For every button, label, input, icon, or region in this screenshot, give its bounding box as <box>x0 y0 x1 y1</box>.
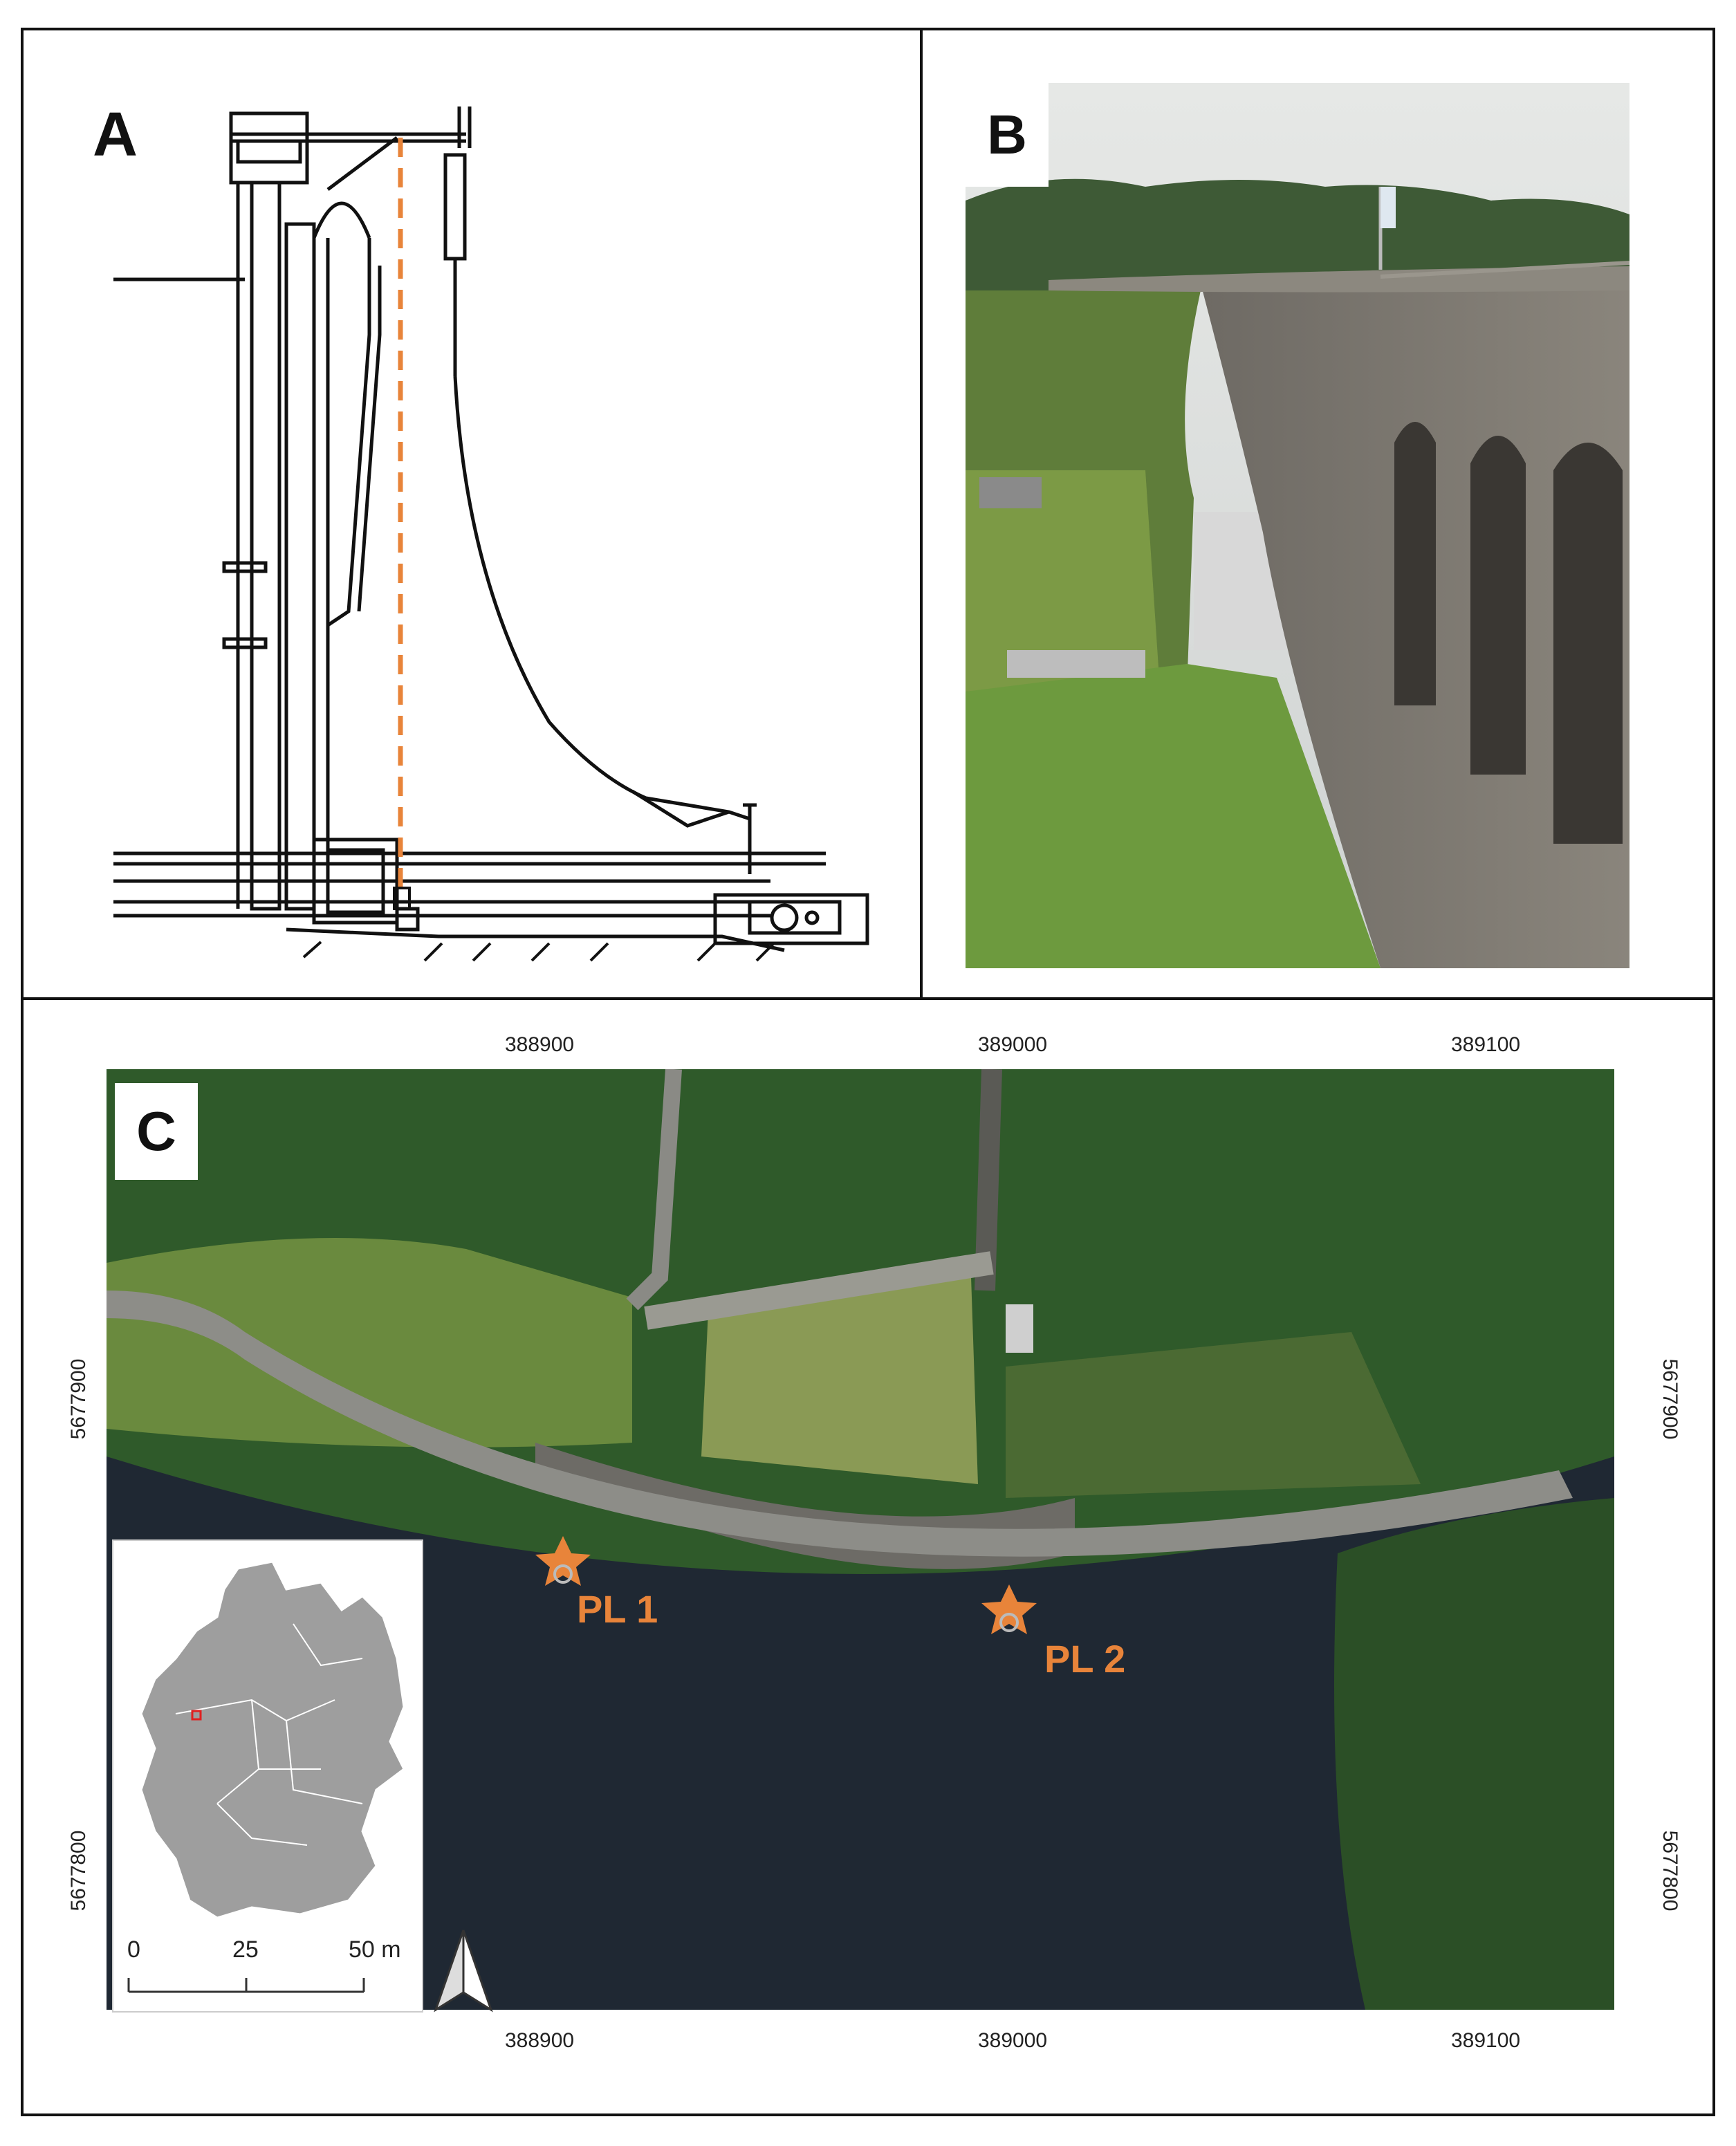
y-tick-right-5677900: 5677900 <box>1659 1358 1681 1440</box>
inset-locator-map: 0 25 50 m <box>112 1539 423 2013</box>
panel-label-c: C <box>115 1083 198 1180</box>
pl1-label: PL 1 <box>577 1587 658 1631</box>
dam-photograph <box>966 83 1629 968</box>
x-tick-bottom-389100: 389100 <box>1451 2029 1521 2052</box>
x-tick-top-388900: 388900 <box>505 1033 575 1056</box>
panel-label-b: B <box>966 83 1049 187</box>
panel-label-a: A <box>93 100 138 169</box>
pl2-star-marker <box>981 1584 1037 1634</box>
pl1-star-marker <box>535 1536 591 1586</box>
panel-b: B <box>923 30 1712 997</box>
panel-divider-horizontal <box>21 997 1715 1000</box>
panel-a: A <box>24 30 920 997</box>
panel-c: 388900 389000 389100 388900 389000 38910… <box>24 1000 1712 2113</box>
panel-label-c-text: C <box>136 1100 176 1162</box>
panel-label-b-text: B <box>987 104 1027 165</box>
x-tick-top-389100: 389100 <box>1451 1033 1521 1056</box>
y-tick-right-5677800: 5677800 <box>1659 1830 1681 1912</box>
y-tick-left-5677900: 5677900 <box>67 1358 90 1440</box>
x-tick-bottom-388900: 388900 <box>505 2029 575 2052</box>
scale-label-0: 0 <box>127 1936 140 1963</box>
scale-label-50m: 50 m <box>349 1936 401 1963</box>
scale-label-25: 25 <box>232 1936 259 1963</box>
study-site-marker <box>191 1710 202 1721</box>
germany-outline <box>140 1560 405 1919</box>
pl2-label: PL 2 <box>1044 1637 1126 1681</box>
north-arrow-icon <box>434 1930 493 2013</box>
figure-frame <box>21 28 1715 2116</box>
x-tick-bottom-389000: 389000 <box>978 2029 1048 2052</box>
dam-cross-section-drawing <box>113 107 869 962</box>
panel-divider-vertical <box>920 28 923 1000</box>
scale-bar <box>127 1978 365 1993</box>
x-tick-top-389000: 389000 <box>978 1033 1048 1056</box>
y-tick-left-5677800: 5677800 <box>67 1830 90 1912</box>
